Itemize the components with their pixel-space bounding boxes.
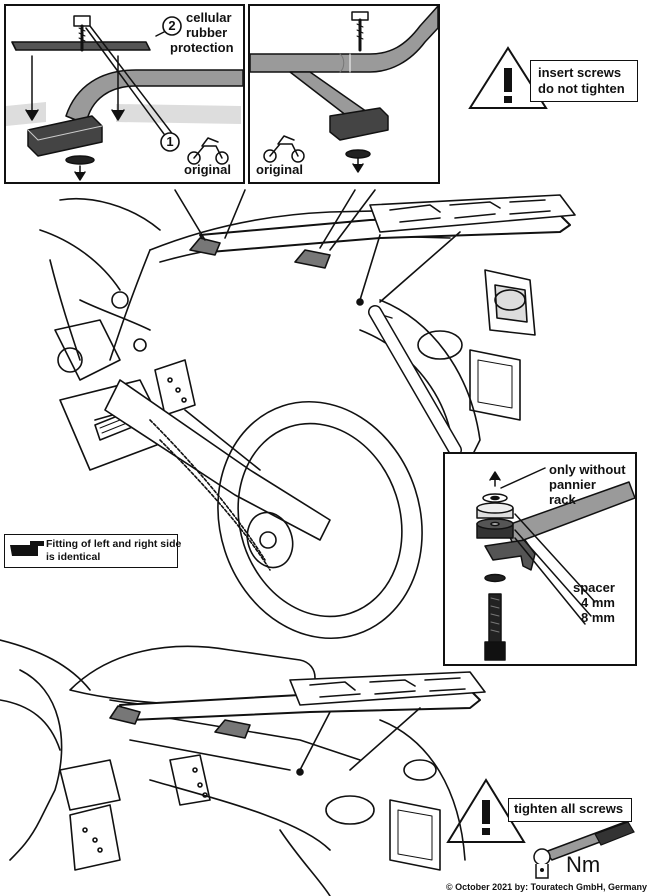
detail-middle-original-label: original <box>256 162 303 177</box>
spacer-label: spacer <box>573 580 615 595</box>
warning-top-line-2: do not tighten <box>538 81 625 96</box>
copyright-footer: © October 2021 by: Touratech GmbH, Germa… <box>445 882 647 892</box>
detail-panel-left: 2 cellular rubber protection 1 original <box>4 4 245 184</box>
detail-middle-drawing <box>250 6 438 173</box>
callout-2-label-line-3: protection <box>170 40 234 55</box>
fitting-note-line-1: Fitting of left and right side <box>46 538 182 550</box>
detail-left-original-label: original <box>184 162 231 177</box>
detail-panel-middle: original <box>248 4 440 184</box>
only-without-line-3: rack <box>549 492 576 507</box>
callout-2-label-line-1: cellular <box>186 10 232 25</box>
only-without-line-1: only without <box>549 462 626 477</box>
warning-bottom-text: tighten all screws <box>514 801 624 816</box>
detail-left-drawing <box>6 15 243 181</box>
callout-1-number: 1 <box>166 134 174 149</box>
detail-right-drawing <box>476 467 635 661</box>
torque-unit-label: Nm <box>566 852 601 877</box>
callout-2-label-line-2: rubber <box>186 25 228 40</box>
warning-bottom-box <box>508 798 632 822</box>
warning-top-line-1: insert screws <box>538 65 622 80</box>
warning-top-box <box>530 60 638 102</box>
spacer-4mm-label: 4 mm <box>581 595 615 610</box>
spacer-8mm-label: 8 mm <box>581 610 615 625</box>
callout-2-number: 2 <box>168 18 176 33</box>
only-without-line-2: pannier <box>549 477 596 492</box>
fitting-note-line-2: is identical <box>46 551 101 563</box>
detail-panel-right: only without pannier rack spacer 4 mm 8 … <box>443 452 637 666</box>
